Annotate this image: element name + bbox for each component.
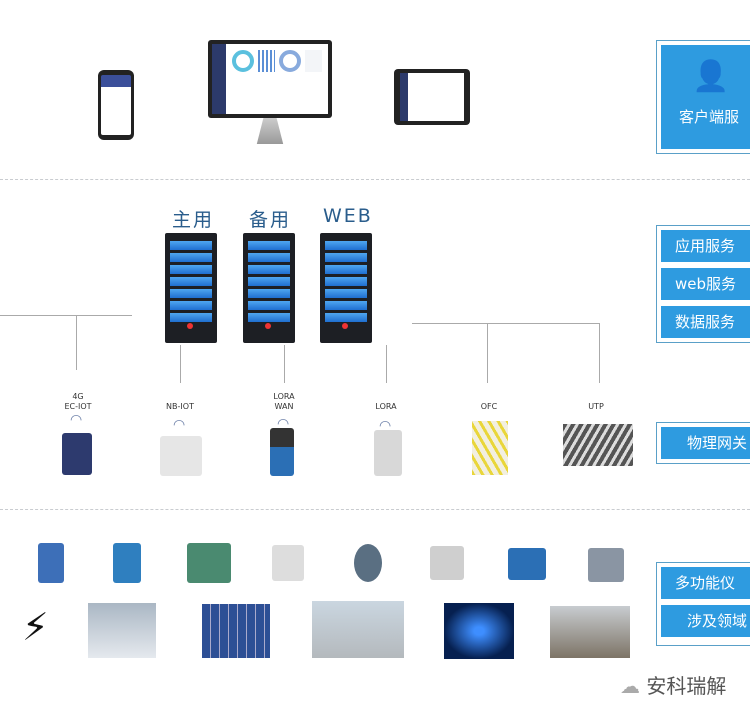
lightning-icon: ⚡ <box>22 605 49 649</box>
divider <box>0 179 750 180</box>
gateway-label-utp: UTP <box>588 402 604 411</box>
lora-module-device <box>374 430 402 476</box>
connector <box>76 315 77 370</box>
connector <box>0 315 132 316</box>
server-label-web: WEB <box>323 205 373 227</box>
smart-water-meter-device <box>508 548 546 580</box>
tablet <box>394 69 470 125</box>
smartphone <box>98 70 134 140</box>
connector <box>284 345 285 383</box>
connector <box>180 345 181 383</box>
pressure-transmitter-device <box>113 543 141 583</box>
server-backup <box>243 233 295 343</box>
connector <box>487 323 488 383</box>
server-label-backup: 备用 <box>249 209 292 231</box>
client-service-panel: 👤 客户端服 <box>656 40 750 154</box>
client-service-button[interactable]: 👤 客户端服 <box>661 45 750 149</box>
wechat-icon: ☁ <box>620 674 640 698</box>
solar-panel-photo <box>202 604 270 658</box>
server-label-main: 主用 <box>172 209 215 231</box>
watermark: ☁ 安科瑞解 <box>620 674 727 698</box>
server-web <box>320 233 372 343</box>
app-service-button[interactable]: 应用服务 <box>661 230 750 262</box>
server-panel: 应用服务 web服务 数据服务 <box>656 225 750 343</box>
physical-gateway-button[interactable]: 物理网关 <box>661 427 750 459</box>
gas-flame-photo <box>444 603 514 659</box>
web-service-button[interactable]: web服务 <box>661 268 750 300</box>
wifi-icon: ◠ <box>70 412 83 428</box>
water-meter-device <box>187 543 231 583</box>
power-meter-device <box>588 548 624 582</box>
gas-tank-photo <box>312 601 404 658</box>
connector <box>412 323 600 324</box>
device-panel: 多功能仪 涉及领域 <box>656 562 750 646</box>
wind-turbine-photo <box>88 603 156 658</box>
gateway-panel: 物理网关 <box>656 422 750 464</box>
sensor-device <box>272 545 304 581</box>
desktop-monitor <box>208 40 332 118</box>
substation-photo <box>550 606 630 658</box>
application-fields-button[interactable]: 涉及领域 <box>661 605 750 637</box>
data-service-button[interactable]: 数据服务 <box>661 306 750 338</box>
fiber-optic-photo <box>472 421 508 475</box>
multifunction-meter-button[interactable]: 多功能仪 <box>661 567 750 599</box>
gateway-label-ofc: OFC <box>480 402 498 411</box>
nbiot-meter-device <box>160 436 202 476</box>
lorawan-gateway-device <box>270 428 294 476</box>
flowmeter-device <box>38 543 64 583</box>
network-cable-photo <box>563 424 633 466</box>
connector <box>386 345 387 383</box>
4g-gateway-device <box>62 433 92 475</box>
gateway-label-lora: LORA <box>375 402 397 411</box>
connector <box>599 323 600 383</box>
divider <box>0 509 750 510</box>
monitor-stand <box>256 118 284 144</box>
gateway-label-nbiot: NB-IOT <box>166 402 194 411</box>
user-icon: 👤 <box>692 59 730 94</box>
server-main <box>165 233 217 343</box>
gauge-device <box>354 544 382 582</box>
wifi-icon: ◠ <box>173 417 186 433</box>
gas-meter-device <box>430 546 464 580</box>
